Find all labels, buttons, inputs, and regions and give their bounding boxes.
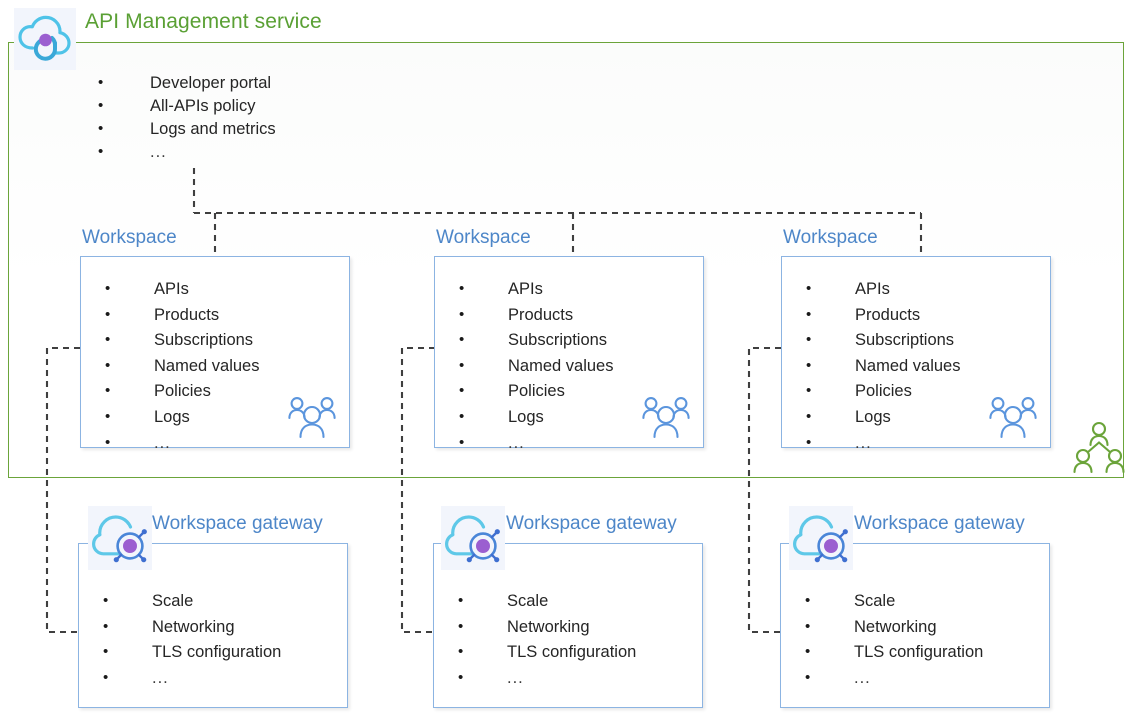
list-item: ... <box>97 665 281 692</box>
workspace-gateway-box-1: Scale Networking TLS configuration ... <box>78 543 348 708</box>
list-item: ... <box>799 665 983 692</box>
list-item: Policies <box>800 378 960 405</box>
workspace-gateway-title-3: Workspace gateway <box>854 513 1025 534</box>
list-item: Policies <box>99 378 259 405</box>
list-item: Logs and metrics <box>92 117 422 141</box>
list-item: Subscriptions <box>800 327 960 354</box>
workspace-box-3: APIs Products Subscriptions Named values… <box>781 256 1051 455</box>
list-item: Products <box>99 302 259 329</box>
list-item: ... <box>800 430 960 457</box>
list-item: Products <box>453 302 613 329</box>
workspace-box-1: APIs Products Subscriptions Named values… <box>80 256 350 455</box>
list-item: Policies <box>453 378 613 405</box>
workspace-gateway-title-2: Workspace gateway <box>506 513 677 534</box>
service-feature-list: Developer portal All-APIs policy Logs an… <box>92 71 422 164</box>
workspace-users-icon <box>638 393 694 441</box>
page-title: API Management service <box>85 10 322 33</box>
list-item: Subscriptions <box>99 327 259 354</box>
list-item: Scale <box>97 588 281 615</box>
workspace-gateway-cloud-icon <box>789 506 853 570</box>
list-item: APIs <box>453 276 613 303</box>
workspace-gateway-box-3: Scale Networking TLS configuration ... <box>780 543 1050 708</box>
workspace-gateway-box-2: Scale Networking TLS configuration ... <box>433 543 703 708</box>
list-item: APIs <box>800 276 960 303</box>
workspace-users-icon <box>284 393 340 441</box>
list-item: Networking <box>97 614 281 641</box>
list-item: Named values <box>99 353 259 380</box>
workspace-title-1: Workspace <box>82 227 177 248</box>
tenant-users-icon <box>1073 420 1125 481</box>
list-item: ... <box>92 140 422 164</box>
api-management-cloud-icon <box>14 8 76 70</box>
list-item: Logs <box>800 404 960 431</box>
list-item: Networking <box>799 614 983 641</box>
list-item: Products <box>800 302 960 329</box>
list-item: TLS configuration <box>452 639 636 666</box>
list-item: Named values <box>800 353 960 380</box>
workspace-title-2: Workspace <box>436 227 531 248</box>
list-item: Subscriptions <box>453 327 613 354</box>
list-item: TLS configuration <box>799 639 983 666</box>
list-item: Developer portal <box>92 71 422 95</box>
list-item: ... <box>453 430 613 457</box>
list-item: ... <box>452 665 636 692</box>
list-item: Scale <box>452 588 636 615</box>
list-item: Logs <box>99 404 259 431</box>
workspace-gateway-title-1: Workspace gateway <box>152 513 323 534</box>
list-item: Named values <box>453 353 613 380</box>
workspace-title-3: Workspace <box>783 227 878 248</box>
list-item: ... <box>99 430 259 457</box>
list-item: Networking <box>452 614 636 641</box>
workspace-users-icon <box>985 393 1041 441</box>
list-item: Scale <box>799 588 983 615</box>
workspace-box-2: APIs Products Subscriptions Named values… <box>434 256 704 455</box>
list-item: Logs <box>453 404 613 431</box>
list-item: TLS configuration <box>97 639 281 666</box>
workspace-gateway-cloud-icon <box>88 506 152 570</box>
workspace-gateway-cloud-icon <box>441 506 505 570</box>
list-item: APIs <box>99 276 259 303</box>
list-item: All-APIs policy <box>92 94 422 118</box>
